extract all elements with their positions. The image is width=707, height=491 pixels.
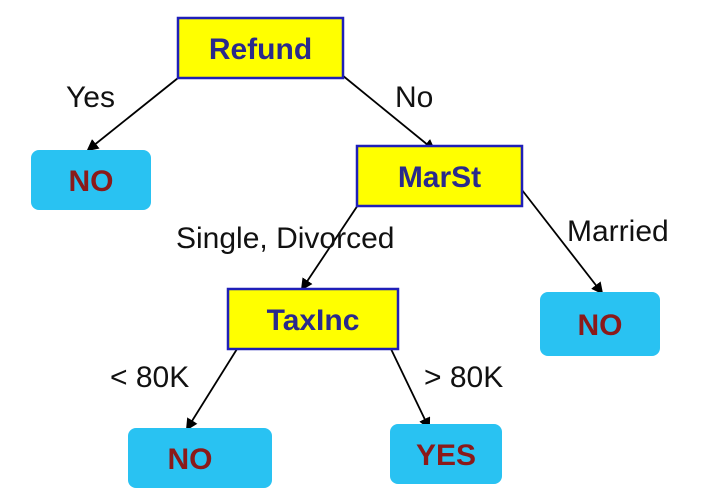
node-refund-label: Refund: [209, 33, 312, 66]
edge-taxinc-high: [390, 348, 431, 430]
leaf-income-above-80k-label: YES: [416, 439, 476, 472]
node-marst: MarSt: [355, 144, 524, 208]
leaf-married: NO: [540, 292, 660, 356]
leaf-refund-yes: NO: [31, 150, 151, 210]
edge-taxinc-low: [185, 348, 238, 431]
edge-label-less-80k: < 80K: [110, 361, 189, 394]
edge-refund-no: [341, 74, 436, 152]
edge-label-yes: Yes: [66, 81, 115, 114]
leaf-income-below-80k-label: NO: [168, 443, 213, 476]
leaf-married-label: NO: [578, 309, 623, 342]
edge-label-single-divorced: Single, Divorced: [176, 222, 394, 255]
node-refund: Refund: [176, 16, 345, 80]
node-taxinc-label: TaxInc: [267, 304, 360, 337]
edge-label-married: Married: [567, 215, 669, 248]
edge-marst-single-divorced: [300, 204, 359, 291]
leaf-income-above-80k: YES: [390, 424, 502, 484]
leaf-income-below-80k: NO: [128, 428, 272, 488]
edge-label-no: No: [395, 81, 433, 114]
edge-label-greater-80k: > 80K: [424, 361, 503, 394]
leaf-refund-yes-label: NO: [69, 165, 114, 198]
edge-refund-yes: [86, 77, 179, 152]
node-marst-label: MarSt: [398, 161, 481, 194]
edge-marst-married: [521, 189, 604, 295]
node-taxinc: TaxInc: [226, 287, 400, 351]
